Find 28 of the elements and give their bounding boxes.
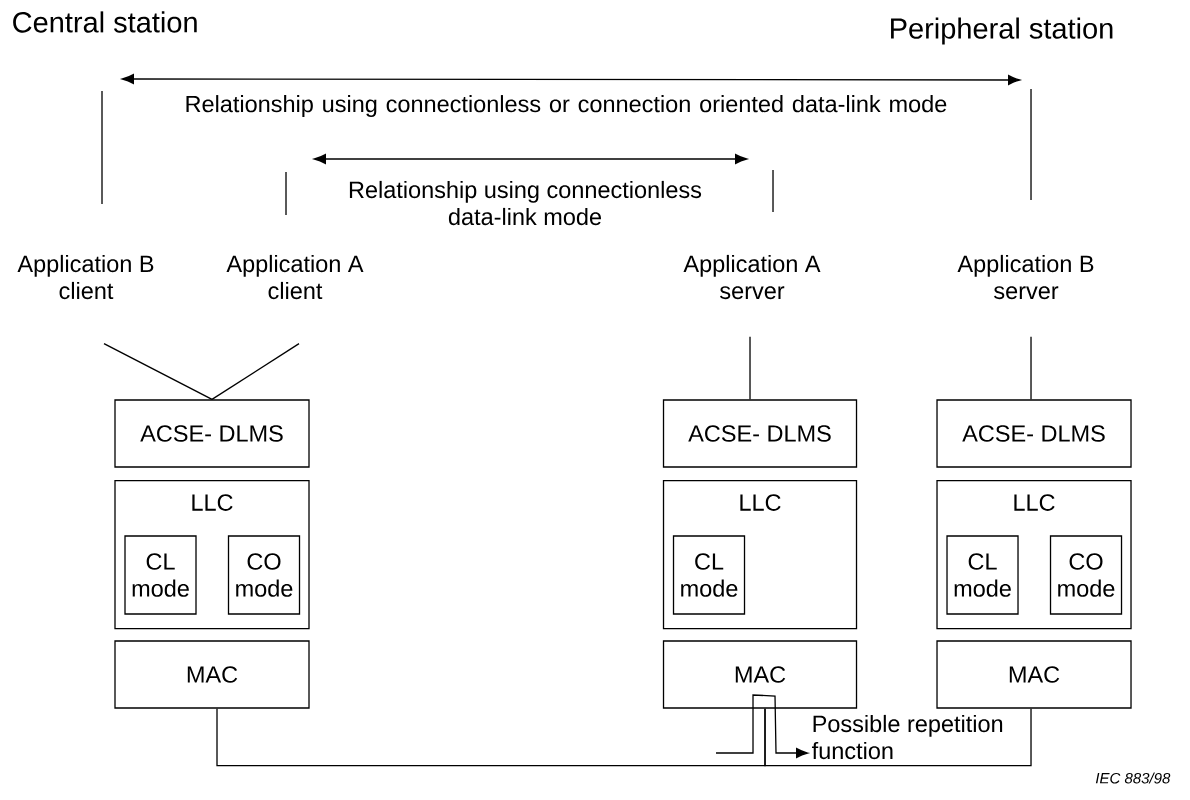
mode-box: CL mode (946, 535, 1019, 615)
layer-box: ACSE- DLMS (662, 399, 858, 468)
mode-box: CL mode (672, 535, 746, 615)
bus-line (764, 708, 1032, 767)
mode-box: CL mode (124, 535, 197, 615)
relationship-label: Relationship using connectionless data-link mode (349, 180, 702, 226)
connector-line (749, 336, 751, 400)
station-heading: Peripheral station (891, 17, 1113, 45)
application-label: Application A client (226, 254, 364, 300)
mode-box: CO mode (1049, 535, 1123, 615)
figure-reference: IEC 883/98 (1095, 772, 1171, 784)
station-heading: Central station (13, 11, 197, 33)
connector-line (103, 343, 213, 400)
layer-box: MAC (114, 640, 310, 709)
mode-box: CO mode (227, 535, 301, 615)
relationship-label: Relationship using connectionless or connection oriented data-link mode (186, 95, 947, 117)
connector-line (211, 343, 300, 400)
application-label: Application B server (957, 254, 1094, 300)
bus-line (216, 708, 766, 767)
repetition-arrow (715, 694, 809, 758)
annotation-text: Possible repetition function (812, 714, 1003, 760)
application-label: Application A server (683, 254, 821, 300)
layer-box: ACSE- DLMS (114, 399, 310, 468)
connector-line (1030, 336, 1032, 400)
layer-box: MAC (662, 640, 858, 709)
layer-box: MAC (936, 640, 1132, 709)
layer-box: ACSE- DLMS (936, 399, 1132, 468)
application-label: Application B client (17, 254, 154, 300)
